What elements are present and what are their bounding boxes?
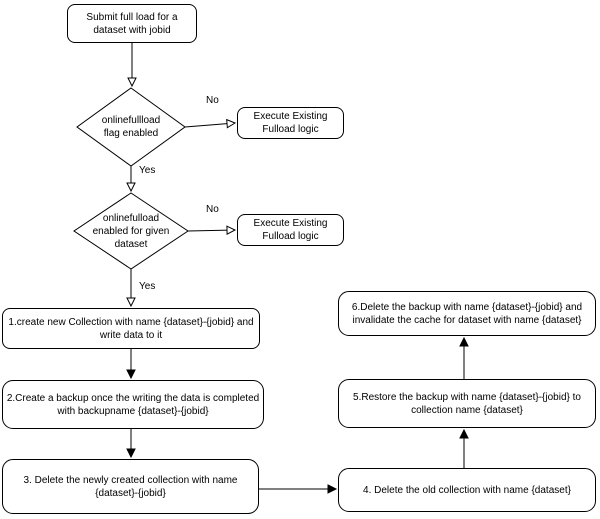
node-step3-delete-new-collection: 3. Delete the newly created collection w… [2,459,259,514]
node-execute-existing-fulload-1: Execute Existing Fulload logic [237,107,344,139]
decision-flag-label: onlinefullload flag enabled [101,115,161,139]
edge-label-no-2: No [205,204,220,215]
connector-dataset-check-no [187,225,237,235]
connector-flag-check-no [184,118,237,129]
node-step5-restore-backup: 5.Restore the backup with name {dataset}… [338,379,596,428]
edge-label-yes-1: Yes [138,165,157,176]
node-step1-create-collection: 1.create new Collection with name {datas… [2,308,260,349]
node-step4-delete-old-collection: 4. Delete the old collection with name {… [338,468,596,512]
edge-label-yes-2: Yes [138,281,157,292]
node-step6-delete-backup: 6.Delete the backup with name {dataset}-… [338,291,596,336]
decision-dataset-label: onlinefulload enabled for given dataset [92,212,170,250]
edge-label-no-1: No [205,95,220,106]
node-execute-existing-fulload-2: Execute Existing Fulload logic [237,214,344,246]
node-step2-create-backup: 2.Create a backup once the writing the d… [2,380,264,429]
node-submit-full-load: Submit full load for a dataset with jobi… [67,4,197,43]
